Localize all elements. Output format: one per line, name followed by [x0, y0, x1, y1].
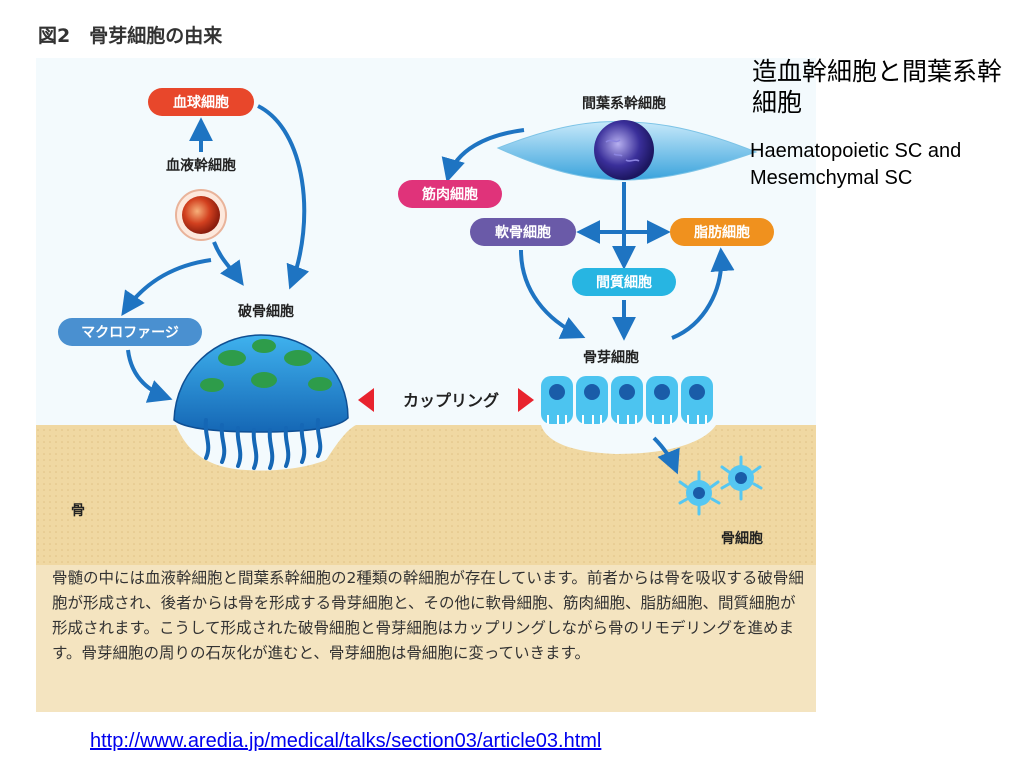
msc-cell — [496, 120, 758, 181]
arrow-hsc-to-osteoclast — [212, 241, 244, 286]
cartilage-pill — [470, 218, 576, 246]
macrophage-pill — [58, 318, 202, 346]
osteoclast-label: 破骨細胞 — [238, 303, 294, 320]
coupling-arrow-left — [358, 388, 374, 412]
slide-subtitle-en: Haematopoietic SC and Mesemchymal SC — [750, 140, 962, 189]
caption-band — [36, 565, 816, 712]
coupling-arrow-right — [518, 388, 534, 412]
arrow-cartilage-to-osteoblast — [519, 249, 586, 339]
fat-label: 脂肪細胞 — [693, 224, 750, 241]
stem-cell-diagram: 血球細胞 血液幹細胞 破骨細胞 マクロファージ — [36, 58, 816, 712]
osteoblast-label: 骨芽細胞 — [583, 349, 639, 366]
osteoclast-cell — [173, 334, 349, 470]
blood-cell-label: 血球細胞 — [173, 94, 229, 111]
osteoblast-cells — [541, 376, 713, 424]
coupling-label: カップリング — [403, 391, 499, 410]
stromal-label: 間質細胞 — [596, 274, 652, 291]
arrow-blood-to-osteoclast — [257, 104, 310, 290]
arrow-osteoblast-to-osteocyte — [652, 436, 680, 475]
stromal-pill — [572, 268, 676, 296]
arrow-msc-to-muscle — [441, 128, 525, 183]
hsc-nucleus — [182, 196, 220, 234]
hsc-label: 血液幹細胞 — [166, 157, 236, 174]
arrow-macrophage-to-osteoclast — [126, 349, 173, 403]
macrophage-label: マクロファージ — [81, 325, 179, 341]
arrow-hsc-to-macrophage — [121, 258, 212, 316]
fat-pill — [670, 218, 774, 246]
blood-cell-pill — [148, 88, 254, 116]
figure-caption: 骨髄の中には血液幹細胞と間葉系幹細胞の2種類の幹細胞が存在しています。前者からは… — [52, 569, 804, 662]
msc-label: 間葉系幹細胞 — [582, 95, 666, 112]
osteocyte-cells — [678, 455, 763, 516]
bone-label: 骨 — [71, 502, 85, 519]
source-link[interactable]: http://www.aredia.jp/medical/talks/secti… — [90, 730, 602, 752]
bone-layer — [36, 425, 816, 565]
osteocyte-label: 骨細胞 — [721, 530, 763, 547]
arrow-osteoblast-to-fat — [671, 247, 735, 340]
slide-title-jp: 造血幹細胞と間葉系幹細胞 — [752, 57, 1003, 117]
muscle-label: 筋肉細胞 — [422, 186, 478, 203]
cartilage-label: 軟骨細胞 — [495, 224, 551, 241]
muscle-pill — [398, 180, 502, 208]
figure-title: 図2 骨芽細胞の由来 — [38, 25, 223, 47]
